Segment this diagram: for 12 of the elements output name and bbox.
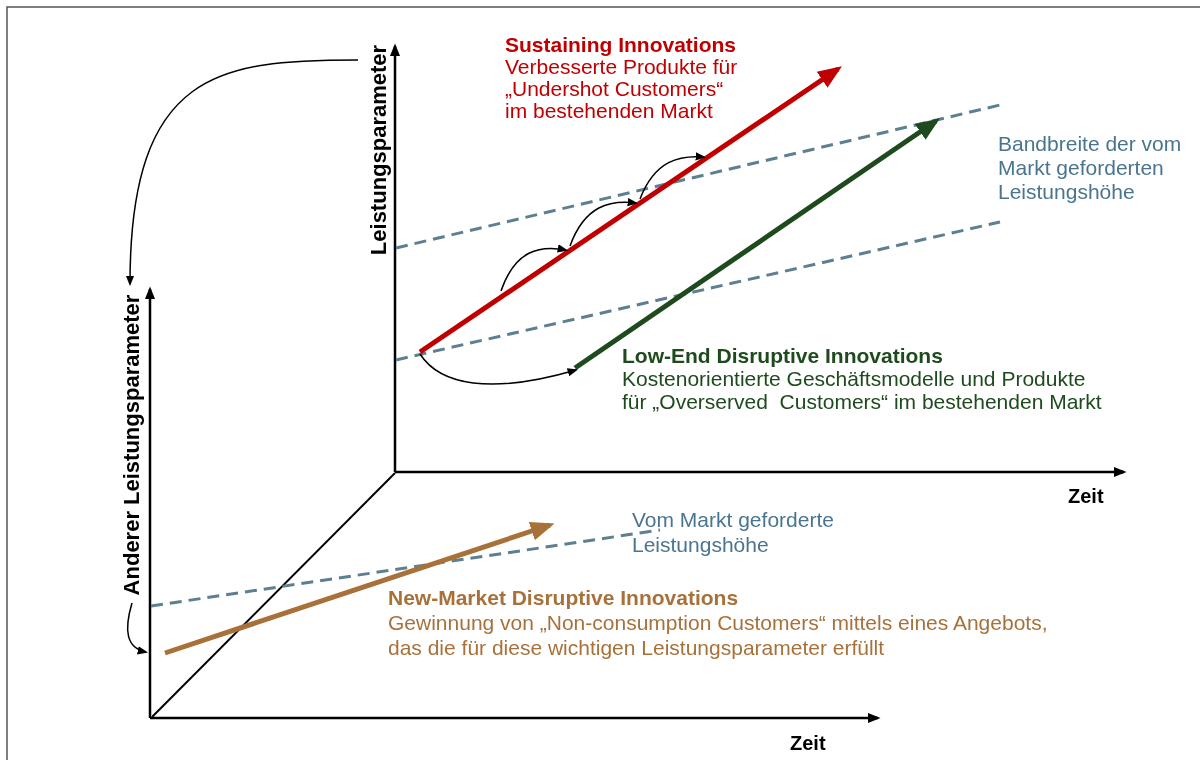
annotation: Bandbreite der vom Markt geforderten Leistungshöhe [998,132,1183,204]
description: Verbesserte Produkte für „Undershot Customers“ im bestehenden Markt [505,56,739,122]
axis-label: Zeit [1068,484,1104,509]
axis-label: Leistungsparameter [364,44,392,256]
heading: Sustaining Innovations [505,32,736,58]
annotation: Vom Markt geforderte Leistungshöhe [632,507,835,557]
heading: New-Market Disruptive Innovations [388,585,739,611]
description: Gewinnung von „Non-consumption Customers“ mittels eines Angebots, das die für diese wichtigen Leistungsparameter erfüllt [388,610,1049,660]
description: Kostenorientierte Geschäftsmodelle und Produkte für „Overserved Customers“ im bestehenden Markt [622,367,1103,413]
axis-label: Zeit [790,731,826,756]
heading: Low-End Disruptive Innovations [622,343,943,369]
axis-label: Anderer Leistungsparameter [117,294,145,596]
